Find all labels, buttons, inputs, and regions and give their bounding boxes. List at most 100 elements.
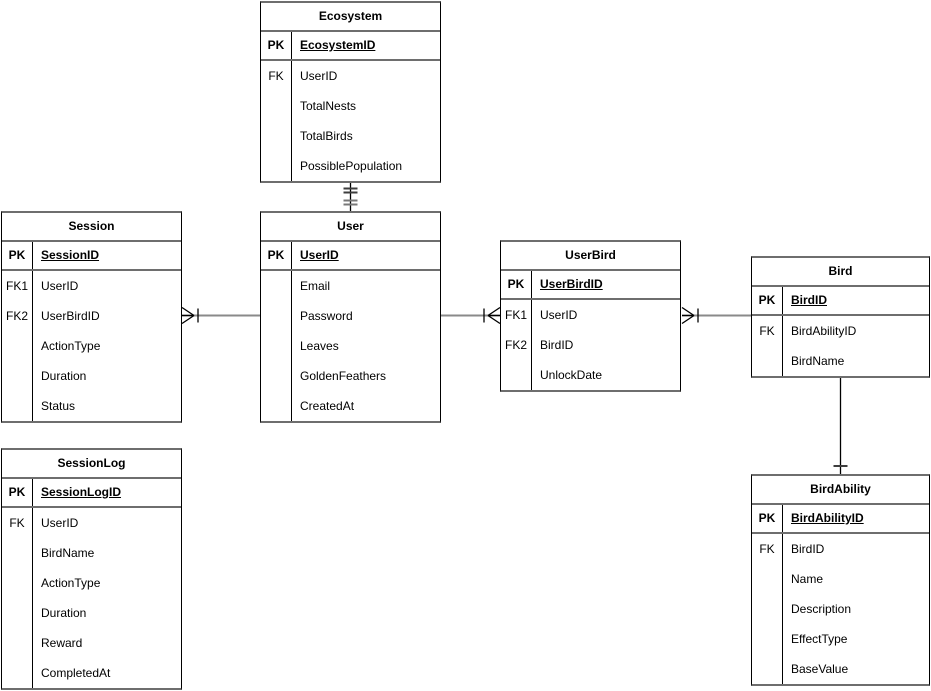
pk-row: PK UserBirdID xyxy=(501,271,680,300)
field-row: ActionType xyxy=(2,568,181,598)
one-and-only-one-icon xyxy=(343,187,358,194)
one-or-many-icon xyxy=(681,306,699,325)
field-row: Status xyxy=(2,391,181,421)
field-row: TotalBirds xyxy=(261,121,440,151)
field-name: Leaves xyxy=(300,339,339,353)
field-key-label: FK2 xyxy=(2,301,33,331)
pk-row: PK SessionLogID xyxy=(2,479,181,508)
field-key-label xyxy=(261,271,292,301)
field-row: Email xyxy=(261,271,440,301)
field-key-label xyxy=(2,361,33,391)
field-key-label xyxy=(752,346,783,376)
pk-field-name: UserBirdID xyxy=(540,277,603,291)
field-row: ActionType xyxy=(2,331,181,361)
field-key-label xyxy=(261,301,292,331)
field-row: EffectType xyxy=(752,624,929,654)
field-name: BaseValue xyxy=(791,662,849,676)
field-key-label xyxy=(261,331,292,361)
connector-ecosystem-user xyxy=(343,182,358,212)
field-name: BirdName xyxy=(791,354,845,368)
entity-userbird: UserBird PK UserBirdID FK1 UserID FK2 Bi… xyxy=(500,240,681,392)
field-name: EffectType xyxy=(791,632,848,646)
entity-ecosystem: Ecosystem PK EcosystemID FK UserID Total… xyxy=(260,1,441,183)
field-key-label: FK xyxy=(752,534,783,564)
entity-sessionlog: SessionLog PK SessionLogID FK UserID Bir… xyxy=(1,448,182,690)
pk-field-name: BirdAbilityID xyxy=(791,511,864,525)
field-name: UserID xyxy=(41,516,79,530)
entity-session: Session PK SessionID FK1 UserID FK2 User… xyxy=(1,211,182,423)
field-key-label: FK1 xyxy=(2,271,33,301)
field-key-label xyxy=(752,624,783,654)
field-name: Duration xyxy=(41,369,87,383)
entity-title: UserBird xyxy=(501,242,680,271)
field-row: CompletedAt xyxy=(2,658,181,688)
field-name: Duration xyxy=(41,606,87,620)
field-name: Status xyxy=(41,399,76,413)
pk-field-name: UserID xyxy=(300,248,339,262)
field-row: BirdName xyxy=(2,538,181,568)
field-key-label xyxy=(261,121,292,151)
pk-key-label: PK xyxy=(501,271,532,298)
field-name: Description xyxy=(791,602,852,616)
field-row: FK1 UserID xyxy=(2,271,181,301)
pk-key-label: PK xyxy=(261,242,292,269)
field-name: PossiblePopulation xyxy=(300,159,403,173)
field-row: FK BirdID xyxy=(752,534,929,564)
entity-title: SessionLog xyxy=(2,450,181,479)
field-key-label xyxy=(752,654,783,684)
field-row: Leaves xyxy=(261,331,440,361)
field-key-label: FK xyxy=(752,316,783,346)
field-name: Password xyxy=(300,309,353,323)
field-name: CompletedAt xyxy=(41,666,111,680)
field-name: GoldenFeathers xyxy=(300,369,387,383)
field-row: FK UserID xyxy=(261,61,440,91)
entity-title: Session xyxy=(2,213,181,242)
field-row: BaseValue xyxy=(752,654,929,684)
field-row: Duration xyxy=(2,361,181,391)
field-row: CreatedAt xyxy=(261,391,440,421)
field-key-label xyxy=(261,91,292,121)
field-row: GoldenFeathers xyxy=(261,361,440,391)
field-key-label: FK2 xyxy=(501,330,532,360)
field-key-label xyxy=(2,628,33,658)
field-row: Name xyxy=(752,564,929,594)
field-key-label xyxy=(2,598,33,628)
field-name: UserID xyxy=(540,308,578,322)
pk-row: PK EcosystemID xyxy=(261,32,440,61)
field-row: Duration xyxy=(2,598,181,628)
field-row: FK UserID xyxy=(2,508,181,538)
pk-row: PK UserID xyxy=(261,242,440,271)
field-name: CreatedAt xyxy=(300,399,355,413)
pk-row: PK SessionID xyxy=(2,242,181,271)
pk-row: PK BirdID xyxy=(752,287,929,316)
connector-user-userbird xyxy=(441,306,501,325)
field-row: Description xyxy=(752,594,929,624)
field-name: ActionType xyxy=(41,576,101,590)
field-row: FK BirdAbilityID xyxy=(752,316,929,346)
field-row: Password xyxy=(261,301,440,331)
entity-title: Bird xyxy=(752,258,929,287)
field-key-label xyxy=(2,331,33,361)
field-key-label xyxy=(752,594,783,624)
field-key-label: FK xyxy=(2,508,33,538)
field-name: BirdID xyxy=(540,338,574,352)
field-row: PossiblePopulation xyxy=(261,151,440,181)
pk-field-name: SessionLogID xyxy=(41,485,122,499)
field-key-label xyxy=(501,360,532,390)
field-name: Name xyxy=(791,572,824,586)
field-row: FK2 UserBirdID xyxy=(2,301,181,331)
entity-user: User PK UserID Email Password Leaves Gol… xyxy=(260,211,441,423)
pk-key-label: PK xyxy=(752,505,783,532)
field-key-label xyxy=(2,658,33,688)
pk-key-label: PK xyxy=(2,242,33,269)
field-key-label xyxy=(2,568,33,598)
field-name: TotalBirds xyxy=(300,129,353,143)
field-key-label xyxy=(2,538,33,568)
one-and-only-one-icon xyxy=(343,199,358,206)
field-key-label xyxy=(261,391,292,421)
pk-field-name: BirdID xyxy=(791,293,827,307)
entity-title: Ecosystem xyxy=(261,3,440,32)
field-name: UserBirdID xyxy=(41,309,100,323)
field-name: ActionType xyxy=(41,339,101,353)
pk-field-name: EcosystemID xyxy=(300,38,376,52)
